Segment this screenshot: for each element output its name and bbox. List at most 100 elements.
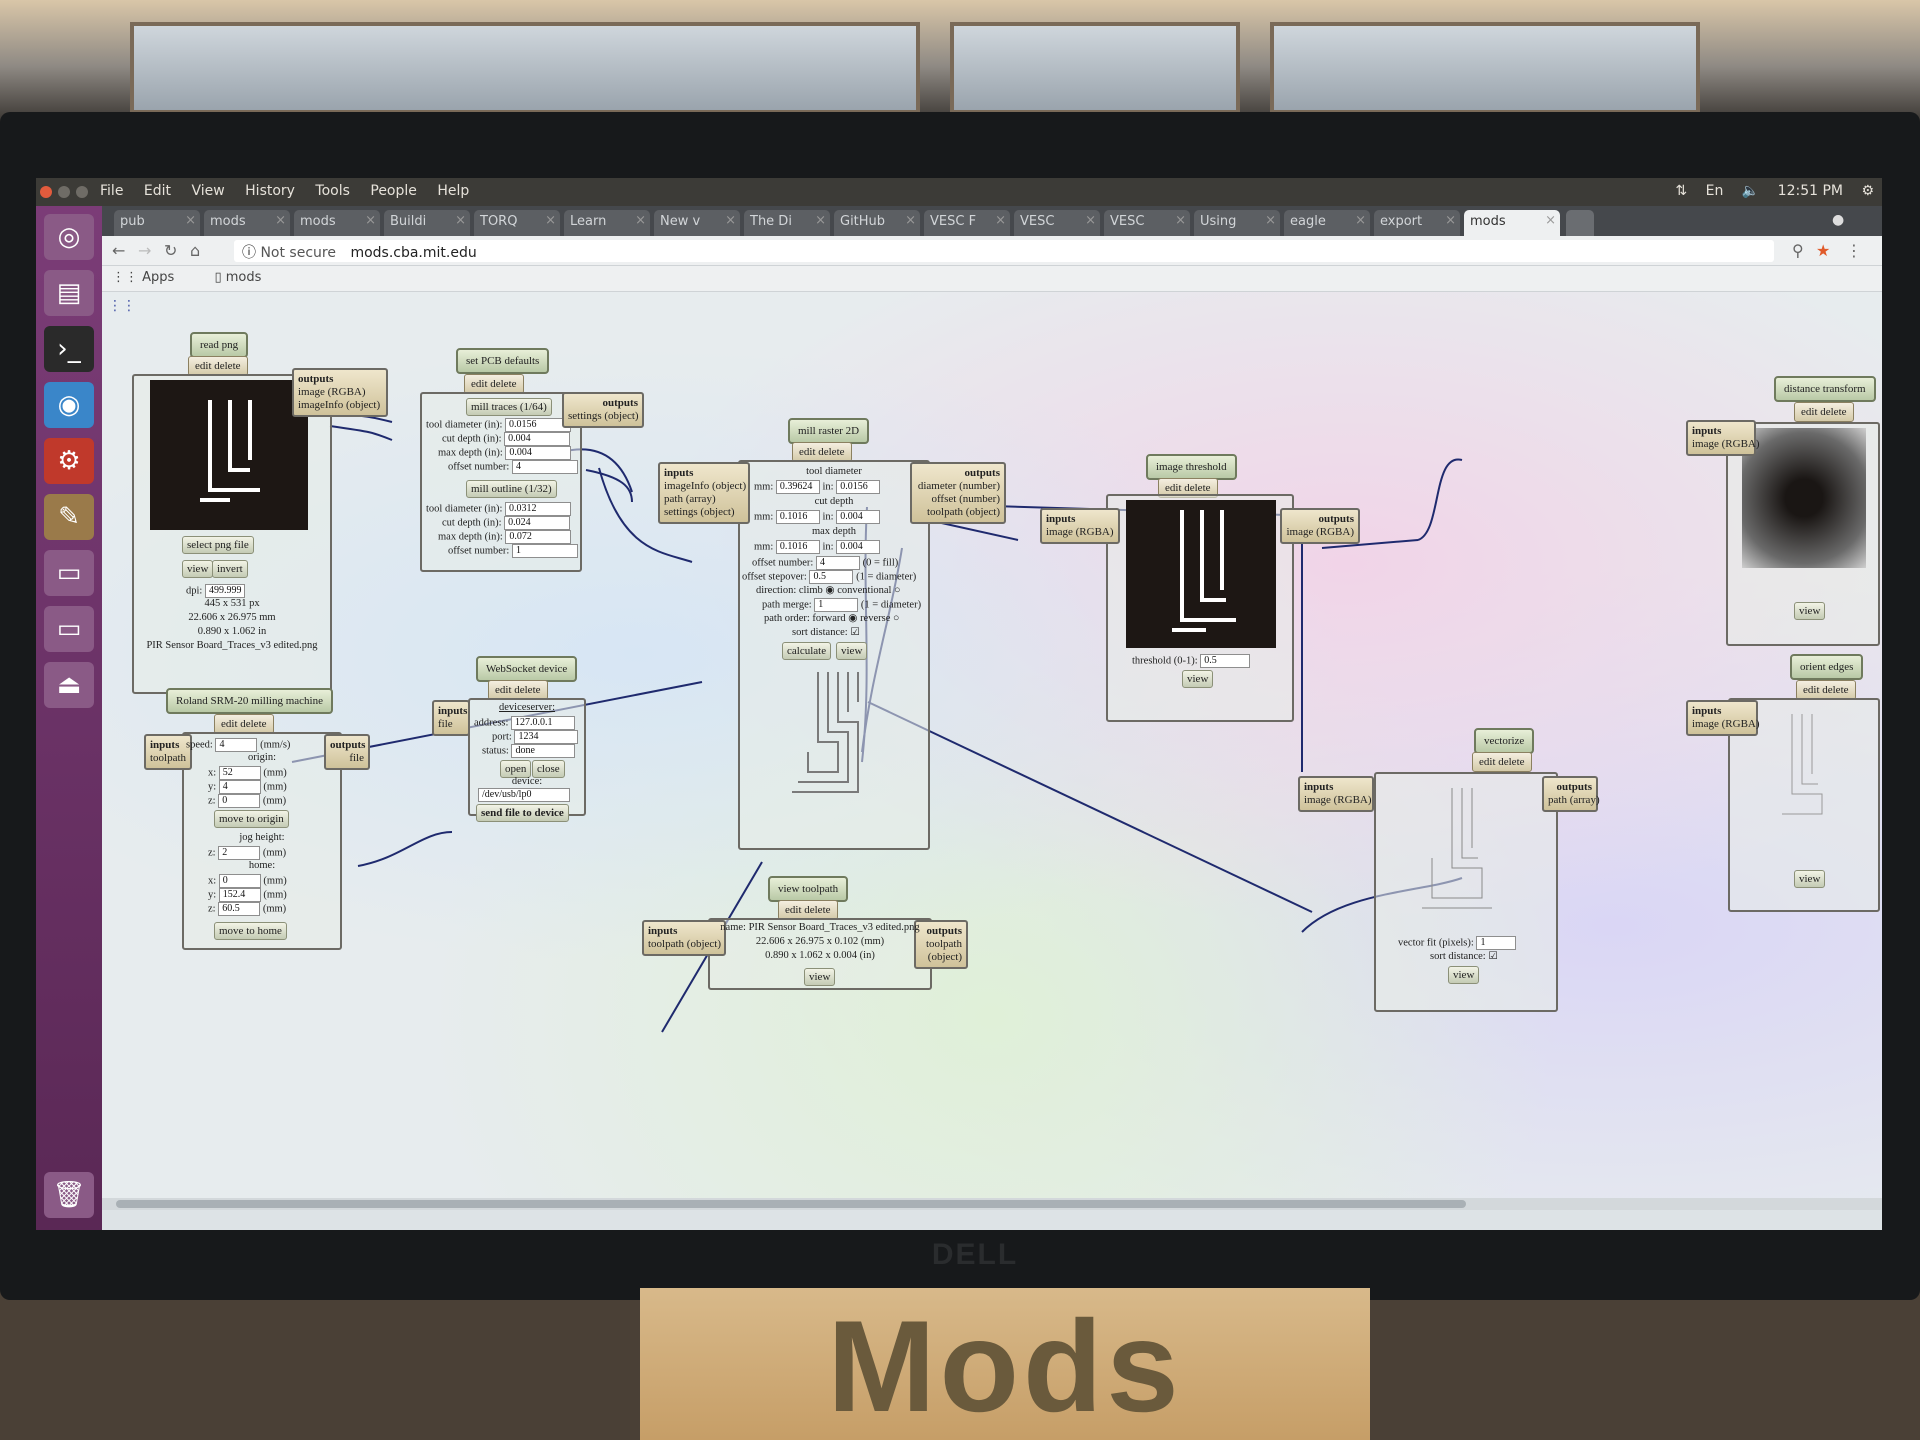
tab[interactable]: The Di× bbox=[744, 210, 830, 236]
origin-x-input[interactable]: 52 bbox=[218, 766, 261, 780]
home-icon[interactable]: ⌂ bbox=[190, 241, 201, 260]
max-depth-in[interactable]: 0.004 bbox=[836, 540, 881, 554]
view-button[interactable]: view bbox=[1794, 602, 1826, 620]
tool-diameter-mm[interactable]: 0.39624 bbox=[775, 480, 820, 494]
close-icon[interactable] bbox=[40, 186, 52, 198]
cut-depth-mm[interactable]: 0.1016 bbox=[775, 510, 820, 524]
tab[interactable]: Using× bbox=[1194, 210, 1280, 236]
sort-distance-checkbox[interactable]: ☑ bbox=[1488, 951, 1498, 962]
edit-delete-button[interactable]: edit delete bbox=[488, 680, 548, 700]
mods-menu-icon[interactable]: ⋮⋮ bbox=[108, 298, 136, 314]
origin-y-input[interactable]: 4 bbox=[218, 780, 261, 794]
back-icon[interactable]: ← bbox=[112, 241, 126, 260]
close-icon[interactable]: × bbox=[275, 213, 286, 228]
close-icon[interactable]: × bbox=[185, 213, 196, 228]
drive-icon[interactable]: ▭ bbox=[44, 606, 94, 652]
reverse-radio[interactable]: ○ bbox=[893, 613, 900, 624]
calculate-button[interactable]: calculate bbox=[782, 642, 832, 660]
tab[interactable]: VESC F× bbox=[924, 210, 1010, 236]
close-icon[interactable]: × bbox=[725, 213, 736, 228]
view-button[interactable]: view bbox=[1182, 670, 1214, 688]
keyboard-layout[interactable]: En bbox=[1705, 183, 1724, 199]
files-icon[interactable]: ▤ bbox=[44, 270, 94, 316]
scrollbar-thumb[interactable] bbox=[116, 1200, 1466, 1208]
websocket-inputs[interactable]: inputs file bbox=[432, 700, 470, 736]
param-input[interactable]: 1 bbox=[511, 544, 578, 558]
maximize-icon[interactable] bbox=[76, 186, 88, 198]
device-input[interactable]: /dev/usb/lp0 bbox=[478, 788, 570, 802]
minimize-icon[interactable] bbox=[58, 186, 70, 198]
profile-icon[interactable]: ● bbox=[1832, 212, 1845, 228]
roland-title[interactable]: Roland SRM-20 milling machine bbox=[166, 688, 333, 714]
path-merge-input[interactable]: 1 bbox=[814, 598, 859, 612]
cut-depth-in[interactable]: 0.004 bbox=[836, 510, 881, 524]
orient-inputs[interactable]: inputs image (RGBA) bbox=[1686, 700, 1760, 736]
address-input[interactable]: 127.0.0.1 bbox=[511, 716, 576, 730]
threshold-inputs[interactable]: inputs image (RGBA) bbox=[1040, 508, 1120, 544]
edit-delete-button[interactable]: edit delete bbox=[1796, 680, 1856, 700]
pcb-defaults-outputs[interactable]: outputs settings (object) bbox=[562, 392, 644, 428]
mods-canvas[interactable]: ⋮⋮ read png bbox=[102, 292, 1882, 1198]
invert-button[interactable]: invert bbox=[212, 560, 248, 578]
roland-inputs[interactable]: inputs toolpath bbox=[144, 734, 192, 770]
view-button[interactable]: view bbox=[836, 642, 868, 660]
distance-inputs[interactable]: inputs image (RGBA) bbox=[1686, 420, 1760, 456]
close-icon[interactable]: × bbox=[635, 213, 646, 228]
websocket-title[interactable]: WebSocket device bbox=[476, 656, 578, 682]
edit-delete-button[interactable]: edit delete bbox=[1794, 402, 1854, 422]
home-x-input[interactable]: 0 bbox=[218, 874, 261, 888]
menu-people[interactable]: People bbox=[370, 183, 417, 199]
mill-raster-outputs[interactable]: outputs diameter (number) offset (number… bbox=[910, 462, 1006, 524]
view-toolpath-title[interactable]: view toolpath bbox=[768, 876, 849, 902]
view-toolpath-outputs[interactable]: outputs toolpath (object) bbox=[914, 920, 968, 969]
move-to-origin-button[interactable]: move to origin bbox=[214, 810, 289, 828]
apps-bookmark[interactable]: ⋮⋮ Apps bbox=[112, 270, 175, 285]
chrome-icon[interactable]: ◉ bbox=[44, 382, 94, 428]
menu-view[interactable]: View bbox=[191, 183, 225, 199]
image-threshold-title[interactable]: image threshold bbox=[1146, 454, 1237, 480]
distance-transform-title[interactable]: distance transform bbox=[1774, 376, 1876, 402]
mods-bookmark[interactable]: ▯ mods bbox=[214, 270, 262, 285]
tab[interactable]: Learn× bbox=[564, 210, 650, 236]
close-icon[interactable]: × bbox=[1545, 213, 1556, 228]
menu-help[interactable]: Help bbox=[437, 183, 470, 199]
port-input[interactable]: 1234 bbox=[514, 730, 579, 744]
clock[interactable]: 12:51 PM bbox=[1777, 183, 1843, 199]
new-tab-button[interactable] bbox=[1566, 210, 1594, 236]
pcb-defaults-title[interactable]: set PCB defaults bbox=[456, 348, 550, 374]
move-to-home-button[interactable]: move to home bbox=[214, 922, 287, 940]
orient-edges-title[interactable]: orient edges bbox=[1790, 654, 1864, 680]
tool-diameter-in[interactable]: 0.0156 bbox=[836, 480, 881, 494]
climb-radio[interactable]: ◉ bbox=[825, 585, 835, 596]
param-input[interactable]: 0.004 bbox=[504, 432, 571, 446]
dpi-input[interactable]: 499.999 bbox=[204, 584, 246, 598]
ubuntu-logo-icon[interactable]: ◎ bbox=[44, 214, 94, 260]
offset-number-input[interactable]: 4 bbox=[815, 556, 860, 570]
address-bar[interactable]: ⓘ Not secure mods.cba.mit.edu bbox=[234, 240, 1774, 262]
close-icon[interactable]: × bbox=[1445, 213, 1456, 228]
threshold-input[interactable]: 0.5 bbox=[1200, 654, 1251, 668]
tab[interactable]: mods× bbox=[204, 210, 290, 236]
jog-z-input[interactable]: 2 bbox=[218, 846, 261, 860]
close-icon[interactable]: × bbox=[905, 213, 916, 228]
param-input[interactable]: 0.004 bbox=[505, 446, 572, 460]
vectorize-title[interactable]: vectorize bbox=[1474, 728, 1535, 754]
volume-icon[interactable]: 🔈 bbox=[1741, 183, 1760, 199]
home-y-input[interactable]: 152.4 bbox=[218, 888, 261, 902]
conventional-radio[interactable]: ○ bbox=[894, 585, 901, 596]
trash-icon[interactable]: 🗑 bbox=[44, 1172, 94, 1218]
info-icon[interactable]: ⓘ bbox=[242, 245, 256, 261]
gimp-icon[interactable]: ✎ bbox=[44, 494, 94, 540]
menu-icon[interactable]: ⋮ bbox=[1846, 241, 1862, 260]
vector-fit-input[interactable]: 1 bbox=[1476, 936, 1517, 950]
settings-icon[interactable]: ⚙ bbox=[44, 438, 94, 484]
close-icon[interactable]: × bbox=[1175, 213, 1186, 228]
close-icon[interactable]: × bbox=[1355, 213, 1366, 228]
close-icon[interactable]: × bbox=[1085, 213, 1096, 228]
gear-icon[interactable]: ⚙ bbox=[1861, 183, 1874, 199]
close-icon[interactable]: × bbox=[1265, 213, 1276, 228]
menu-file[interactable]: File bbox=[100, 183, 124, 199]
threshold-outputs[interactable]: outputs image (RGBA) bbox=[1280, 508, 1360, 544]
tab[interactable]: export× bbox=[1374, 210, 1460, 236]
roland-outputs[interactable]: outputs file bbox=[324, 734, 370, 770]
